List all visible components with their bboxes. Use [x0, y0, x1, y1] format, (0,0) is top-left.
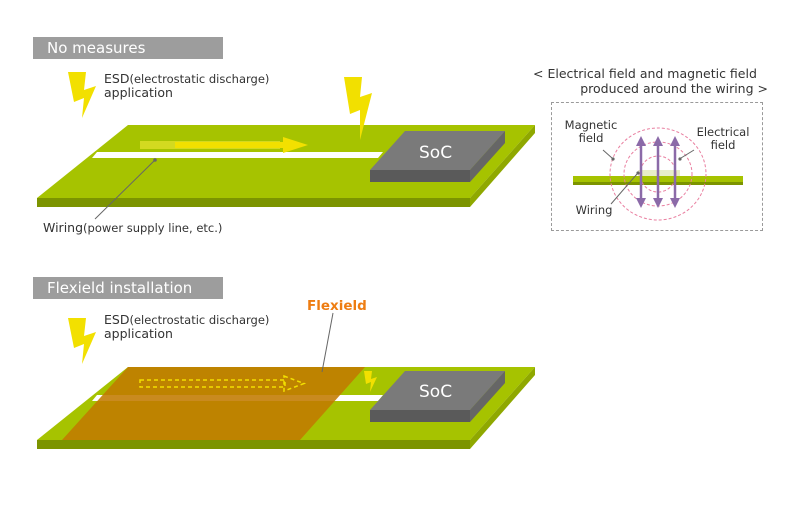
- section-tag-flexield-installation: Flexield installation: [33, 277, 223, 299]
- wiring-line: [92, 152, 383, 158]
- flexield-label: Flexield: [307, 298, 367, 314]
- soc-label: SoC: [419, 382, 453, 402]
- flexield-sheet: [62, 367, 365, 440]
- soc-chip: [370, 131, 505, 182]
- inset-title: < Electrical field and magnetic field pr…: [533, 66, 768, 96]
- wiring-label-paren: (power supply line, etc.): [83, 221, 223, 235]
- small-lightning-icon: [364, 371, 377, 392]
- soc-chip: [370, 371, 505, 422]
- section-tag-no-measures: No measures: [33, 37, 223, 59]
- esd-label: ESD(electrostatic discharge) application: [104, 313, 269, 341]
- attenuated-current-arrow: [139, 374, 307, 393]
- inset-frame: [551, 102, 763, 231]
- esd-label-line2: application: [104, 326, 173, 341]
- esd-label: ESD(electrostatic discharge) application: [104, 72, 269, 100]
- esd-label-paren: (electrostatic discharge): [129, 72, 270, 86]
- flexield-pointer: [321, 312, 334, 373]
- esd-label-main: ESD: [104, 312, 130, 327]
- inset-wiring-label: Wiring: [575, 203, 613, 217]
- inset-field-diagram: [573, 127, 743, 221]
- esd-label-paren: (electrostatic discharge): [129, 313, 270, 327]
- lightning-icon: [344, 77, 372, 140]
- magnetic-field-label: Magnetic field: [564, 118, 618, 145]
- wiring-label: Wiring(power supply line, etc.): [43, 220, 223, 236]
- lightning-icon: [68, 318, 96, 364]
- soc-label: SoC: [419, 143, 453, 163]
- inset-title-line2: produced around the wiring >: [580, 81, 768, 96]
- electrical-field-label: Electrical field: [696, 125, 750, 152]
- esd-label-line2: application: [104, 85, 173, 100]
- esd-label-main: ESD: [104, 71, 130, 86]
- current-arrow: [140, 137, 308, 153]
- inset-title-line1: < Electrical field and magnetic field: [533, 66, 757, 81]
- lightning-icon: [68, 72, 96, 118]
- wiring-pointer: [94, 159, 156, 220]
- wiring-label-main: Wiring: [43, 220, 84, 235]
